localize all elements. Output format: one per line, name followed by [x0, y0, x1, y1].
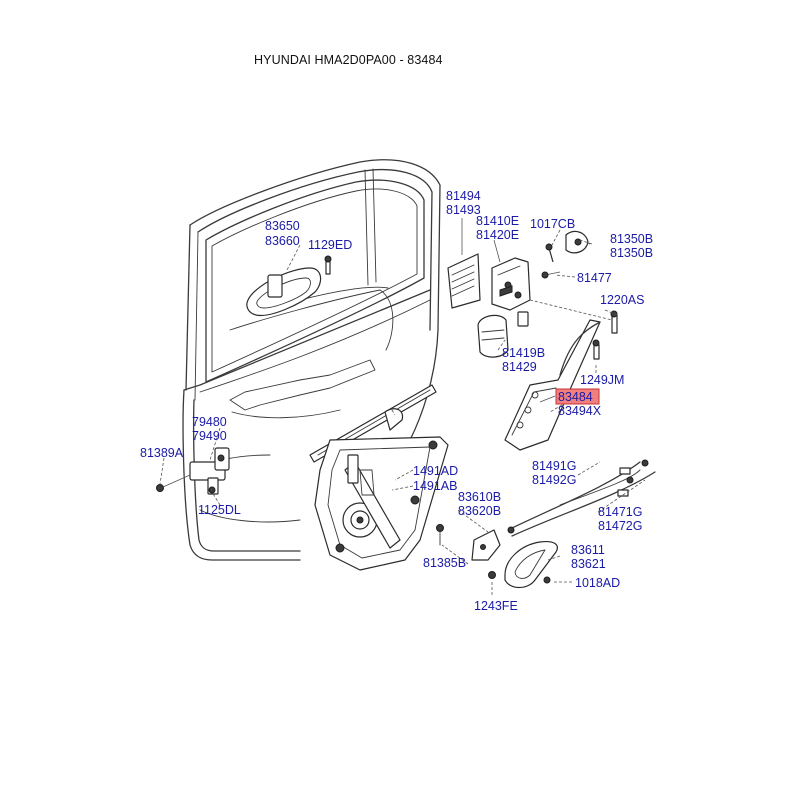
inside-handle [436, 524, 558, 589]
door-check [156, 447, 230, 495]
door-module-panel-83484 [504, 319, 601, 451]
diagram-title: HYUNDAI HMA2D0PA00 - 83484 [254, 53, 443, 67]
label-81350B[interactable]: 81350B [610, 232, 653, 246]
label-1243FE[interactable]: 1243FE [474, 599, 518, 613]
label-83650[interactable]: 83650 [265, 219, 300, 233]
label-81410E[interactable]: 81410E [476, 214, 519, 228]
label-1129ED[interactable]: 1129ED [308, 238, 352, 252]
label-81385B[interactable]: 81385B [423, 556, 466, 570]
label-83621[interactable]: 83621 [571, 557, 606, 571]
label-81477[interactable]: 81477 [577, 271, 612, 285]
label-81493[interactable]: 81493 [446, 203, 481, 217]
label-83494X[interactable]: 83494X [558, 404, 602, 418]
highlight-box-83484 [555, 388, 600, 405]
label-81491G[interactable]: 81491G [532, 459, 576, 473]
label-79490[interactable]: 79490 [192, 429, 227, 443]
door-cables [507, 459, 656, 537]
label-83610B[interactable]: 83610B [458, 490, 501, 504]
label-1249JM[interactable]: 1249JM [580, 373, 624, 387]
label-83611[interactable]: 83611 [571, 543, 605, 557]
door-latch-assembly [447, 253, 531, 358]
label-81429[interactable]: 81429 [502, 360, 537, 374]
label-83660[interactable]: 83660 [265, 234, 300, 248]
label-79480[interactable]: 79480 [192, 415, 227, 429]
label-81389A[interactable]: 81389A [140, 446, 184, 460]
label-1017CB[interactable]: 1017CB [530, 217, 575, 231]
label-1491AB[interactable]: 1491AB [413, 479, 457, 493]
striker-bolts [541, 230, 618, 360]
label-83484[interactable]: 83484 [558, 390, 593, 404]
label-81472G[interactable]: 81472G [598, 519, 642, 533]
door-shell [182, 159, 441, 561]
label-83620B[interactable]: 83620B [458, 504, 501, 518]
bolt-1129ED [324, 255, 332, 275]
label-81419B[interactable]: 81419B [502, 346, 545, 360]
label-81494[interactable]: 81494 [446, 189, 481, 203]
label-81492G[interactable]: 81492G [532, 473, 576, 487]
part-labels: 83650 83660 1129ED 81494 81493 81410E 81… [140, 189, 653, 613]
label-81471G[interactable]: 81471G [598, 505, 642, 519]
label-1491AD[interactable]: 1491AD [413, 464, 458, 478]
label-81350B-2[interactable]: 81350B [610, 246, 653, 260]
label-81420E[interactable]: 81420E [476, 228, 519, 242]
label-1125DL[interactable]: 1125DL [198, 503, 241, 517]
leader-lines [159, 218, 646, 595]
label-1220AS[interactable]: 1220AS [600, 293, 644, 307]
label-1018AD[interactable]: 1018AD [575, 576, 620, 590]
window-regulator [309, 384, 449, 571]
